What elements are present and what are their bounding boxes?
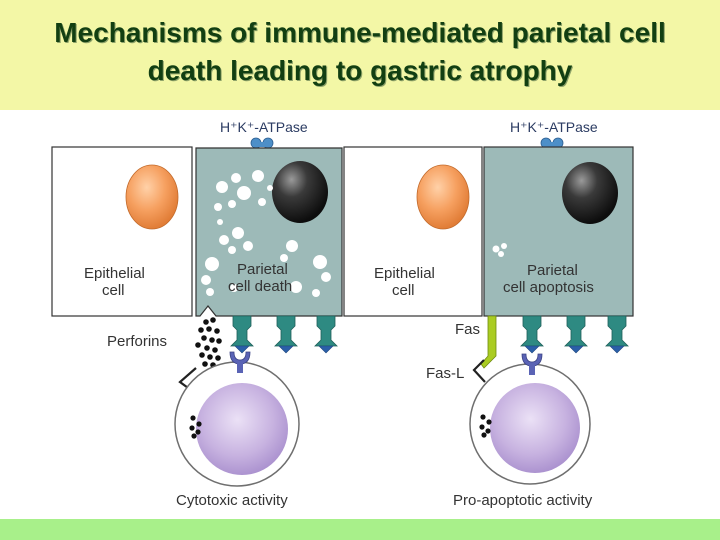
right-lymphocyte-nucleus xyxy=(490,383,580,473)
right-lymphocyte-granules xyxy=(479,414,492,438)
pro-apoptotic-activity-label: Pro-apoptotic activity xyxy=(453,492,593,509)
right-epithelial-label-2: cell xyxy=(392,282,415,299)
right-epithelial-nucleus xyxy=(416,164,470,230)
left-lymphocyte-granules xyxy=(189,415,202,439)
bottom-band xyxy=(0,519,720,540)
right-pump-label: H⁺K⁺-ATPase xyxy=(510,119,598,135)
fas-ligand-hook xyxy=(472,359,486,383)
left-parietal-nucleus xyxy=(272,161,328,223)
left-epithelial-label-1: Epithelial xyxy=(84,265,145,282)
left-lymphocyte-nucleus xyxy=(196,383,288,475)
left-receptors xyxy=(230,315,338,354)
left-epithelial-nucleus xyxy=(125,164,179,230)
title-band xyxy=(0,0,720,110)
right-parietal-label-2: cell apoptosis xyxy=(503,279,594,296)
slide-title: Mechanisms of immune-mediated parietal c… xyxy=(0,14,720,90)
right-apoptotic-bodies xyxy=(492,243,507,257)
right-panel: H⁺K⁺-ATPase Epithelial cell Parietal cel… xyxy=(343,119,634,509)
left-epithelial-label-2: cell xyxy=(102,282,125,299)
cytotoxic-activity-label: Cytotoxic activity xyxy=(176,492,288,509)
perforins-label: Perforins xyxy=(107,333,167,350)
right-parietal-label-1: Parietal xyxy=(527,262,578,279)
right-epithelial-label-1: Epithelial xyxy=(374,265,435,282)
right-receptors xyxy=(520,315,629,354)
left-pump-icon xyxy=(250,137,274,149)
perforin-granules xyxy=(195,317,222,368)
left-parietal-label-1: Parietal xyxy=(237,261,288,278)
title-line-1: Mechanisms of immune-mediated parietal c… xyxy=(54,17,666,48)
left-panel: H⁺K⁺-ATPase Epithelial cell Parietal cel… xyxy=(51,119,343,509)
fas-l-label: Fas-L xyxy=(426,365,464,382)
left-cell-debris xyxy=(201,170,331,297)
title-line-2: death leading to gastric atrophy xyxy=(147,55,573,86)
fas-label: Fas xyxy=(455,321,480,338)
left-pump-label: H⁺K⁺-ATPase xyxy=(220,119,308,135)
right-parietal-nucleus xyxy=(562,162,618,224)
fas-receptor xyxy=(480,315,497,369)
left-parietal-label-2: cell death xyxy=(228,278,292,295)
